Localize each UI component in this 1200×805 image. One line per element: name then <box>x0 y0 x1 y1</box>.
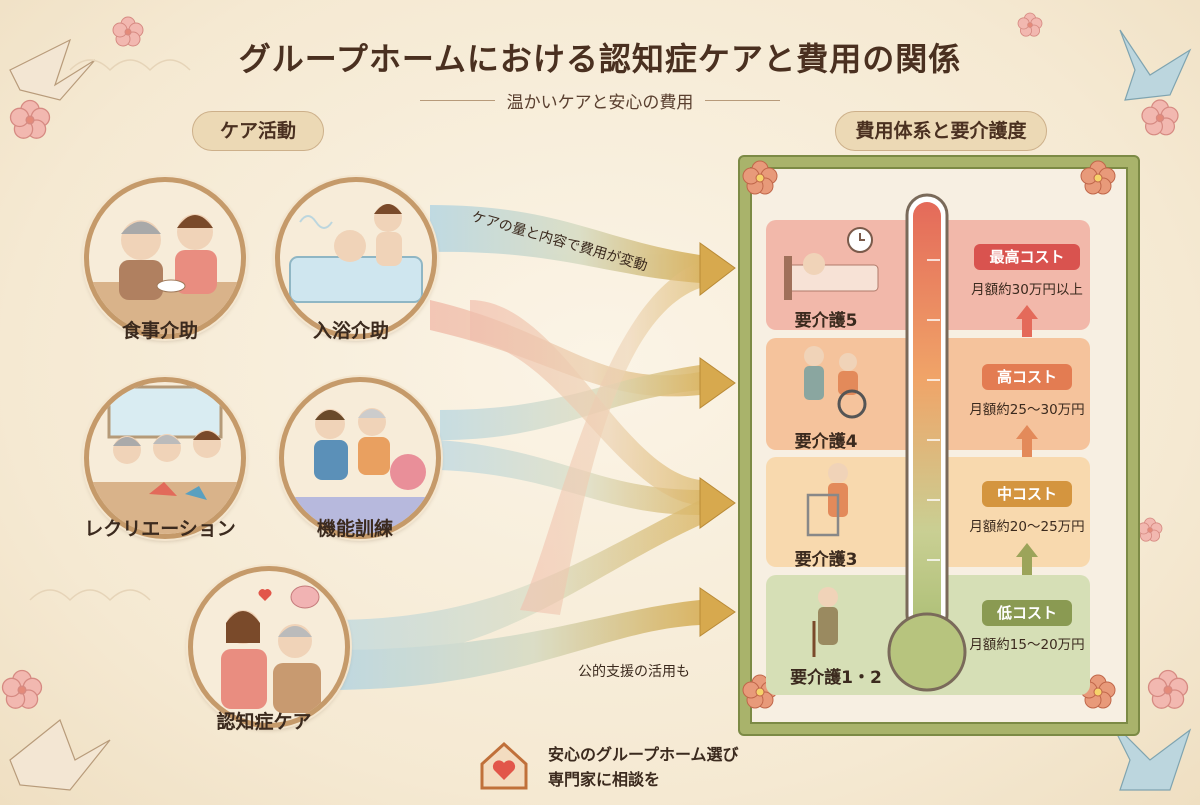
page-subtitle: 温かいケアと安心の費用 <box>506 92 694 113</box>
level-label-3: 要介護3 <box>794 550 858 570</box>
up-arrow-icon <box>1016 305 1038 337</box>
level-label-1-2: 要介護1・2 <box>790 668 882 688</box>
cost-badge-high: 高コスト <box>982 364 1072 390</box>
cost-range-4: 月額約25～30万円 <box>969 402 1085 418</box>
arrow-head <box>699 357 736 409</box>
care-activities-header: ケア活動 <box>192 111 324 151</box>
paper-crane-icon <box>9 38 111 791</box>
subtitle-row: 温かいケアと安心の費用 <box>420 88 781 113</box>
cane-person-icon <box>812 587 838 657</box>
arrow-head <box>699 587 736 637</box>
cost-up-arrows <box>1016 305 1038 575</box>
walker-person-icon <box>806 463 848 537</box>
flow-ribbon <box>430 205 700 283</box>
frame-flower-decoration <box>742 160 1116 709</box>
cost-structure-header: 費用体系と要介護度 <box>835 111 1047 151</box>
blue-paper-crane-icon <box>1109 29 1192 791</box>
activity-label-meal: 食事介助 <box>121 320 198 342</box>
bath-assist-illustration <box>275 177 437 339</box>
flow-ribbon <box>330 600 700 690</box>
cost-range-1-2: 月額約15～20万円 <box>969 637 1085 653</box>
page-title: グループホームにおける認知症ケアと費用の関係 <box>238 40 962 78</box>
activity-label-bath: 入浴介助 <box>312 320 389 342</box>
arrow-head <box>699 242 736 297</box>
thermometer <box>887 193 967 692</box>
footer-line-1: 安心のグループホーム選び <box>548 745 739 764</box>
divider <box>705 99 781 101</box>
footer-line-2: 専門家に相談を <box>548 770 661 789</box>
arrow-head <box>699 477 736 529</box>
flow-ribbon <box>520 262 700 615</box>
cost-range-5: 月額約30万円以上 <box>971 282 1083 298</box>
dementia-care-illustration <box>188 566 350 728</box>
up-arrow-icon <box>1016 425 1038 457</box>
activity-label-rehab: 機能訓練 <box>316 518 393 540</box>
sakura-flower-icon <box>1 12 1189 709</box>
bedridden-person-icon <box>784 253 879 300</box>
cost-badge-medium: 中コスト <box>982 481 1072 507</box>
thermometer-ticks <box>927 259 940 561</box>
meal-assist-illustration <box>84 177 246 339</box>
flow-caption-bottom: 公的支援の活用も <box>578 664 690 680</box>
divider <box>420 99 495 101</box>
flow-ribbon <box>330 500 700 665</box>
house-heart-icon <box>480 741 528 790</box>
cost-badge-low: 低コスト <box>982 600 1072 626</box>
flow-ribbon <box>470 300 700 505</box>
level-label-5: 要介護5 <box>794 311 858 331</box>
activity-label-dementia: 認知症ケア <box>216 711 312 733</box>
up-arrow-icon <box>1016 543 1038 575</box>
clock-icon <box>847 227 873 253</box>
wheelchair-person-icon <box>804 346 867 419</box>
level-illustrations <box>784 227 879 657</box>
activity-label-recreation: レクリエーション <box>84 518 236 540</box>
cost-range-3: 月額約20～25万円 <box>969 519 1085 535</box>
cost-badge-highest: 最高コスト <box>974 244 1080 270</box>
level-label-4: 要介護4 <box>794 432 858 452</box>
rehab-training-illustration <box>279 377 441 539</box>
footer-text: 安心のグループホーム選び 専門家に相談を <box>548 742 739 792</box>
